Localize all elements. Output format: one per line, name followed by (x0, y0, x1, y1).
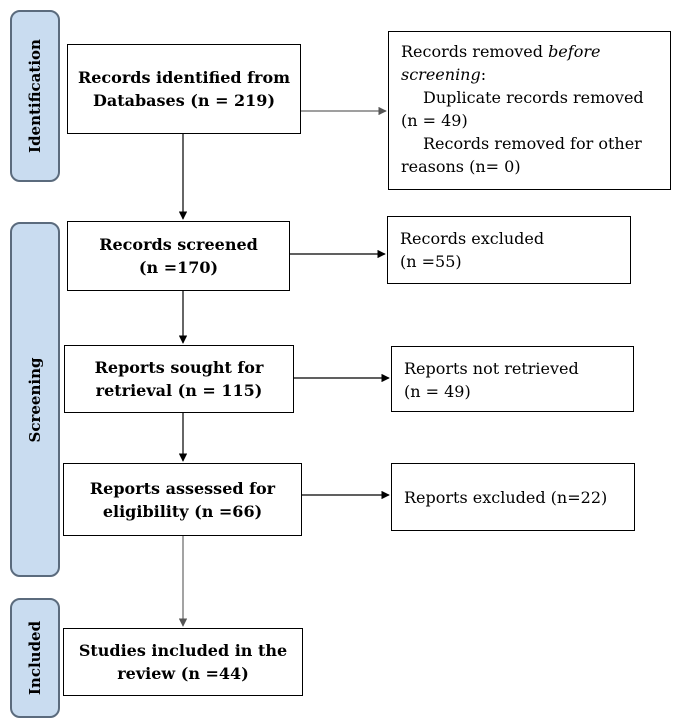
not-retrieved-line1: Reports not retrieved (404, 359, 579, 378)
reports-excluded-line1: Reports excluded (n=22) (404, 487, 608, 507)
removed-line2-italic: screening (401, 65, 481, 84)
screened-line1: Records screened (99, 235, 258, 254)
removed-duplicates-line1: Duplicate records removed (423, 88, 644, 107)
screened-line2: (n =170) (138, 258, 219, 277)
sought-line1: Reports sought for (94, 358, 264, 377)
removed-other-line2: reasons (n= 0) (401, 157, 521, 176)
assessed-line1: Reports assessed for (89, 478, 276, 498)
box-records-screened: Records screened (n =170) (67, 221, 290, 291)
excluded-line1: Records excluded (400, 229, 545, 248)
identified-line2: Databases (n = 219) (92, 91, 276, 110)
assessed-line2: eligibility (n =66) (102, 501, 263, 521)
included-line2: review (n =44) (117, 664, 249, 683)
phase-screening: Screening (10, 222, 60, 577)
box-reports-sought: Reports sought for retrieval (n = 115) (64, 345, 294, 413)
box-records-excluded: Records excluded (n =55) (387, 216, 631, 284)
phase-identification: Identification (10, 10, 60, 182)
box-reports-excluded: Reports excluded (n=22) (391, 463, 635, 531)
included-line1: Studies included in the (78, 641, 288, 660)
box-reports-assessed: Reports assessed for eligibility (n =66) (63, 463, 302, 536)
box-records-identified: Records identified from Databases (n = 2… (67, 44, 301, 134)
excluded-line2: (n =55) (400, 252, 462, 271)
box-reports-not-retrieved: Reports not retrieved (n = 49) (391, 346, 634, 412)
removed-other-line1: Records removed for other (423, 134, 642, 153)
sought-line2: retrieval (n = 115) (95, 381, 263, 400)
phase-included: Included (10, 598, 60, 718)
not-retrieved-line2: (n = 49) (404, 382, 471, 401)
box-records-removed: Records removed before screening: Duplic… (388, 31, 671, 190)
box-studies-included: Studies included in the review (n =44) (63, 628, 303, 696)
removed-line1-prefix: Records removed (401, 42, 549, 61)
removed-line2-suffix: : (480, 65, 487, 84)
identified-line1: Records identified from (77, 68, 291, 87)
removed-line1-italic: before (548, 42, 601, 61)
removed-duplicates-line2: (n = 49) (401, 111, 468, 130)
